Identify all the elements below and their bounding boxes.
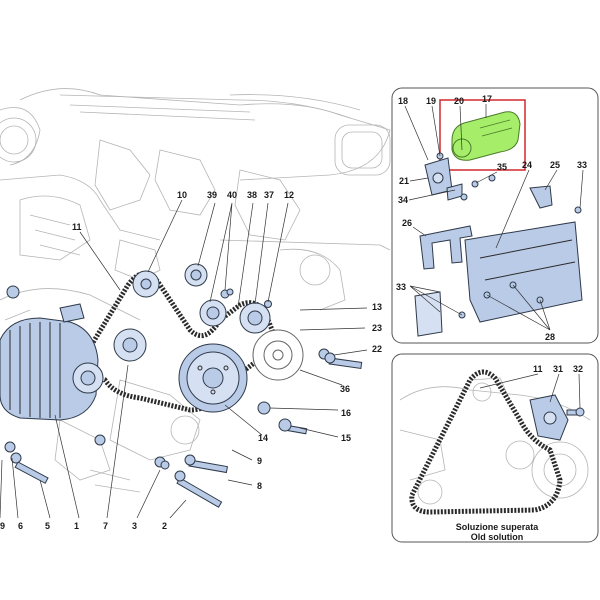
alternator	[0, 303, 104, 421]
caption-italian: Soluzione superata	[456, 522, 540, 532]
label-25: 25	[550, 160, 560, 170]
label-6: 6	[18, 521, 23, 531]
label-15: 15	[341, 433, 351, 443]
highlight-box	[439, 99, 526, 171]
starter-inset: 18 19 20 17 21 35 34 24 25 33 26 33 28	[391, 87, 599, 344]
label-19: 19	[426, 96, 436, 106]
label-28: 28	[545, 332, 555, 342]
label-22: 22	[372, 344, 382, 354]
crankshaft-pulley	[178, 343, 248, 413]
label-16: 16	[341, 408, 351, 418]
label-5: 5	[45, 521, 50, 531]
label-20: 20	[454, 96, 464, 106]
engine-line-art	[0, 88, 391, 493]
label-3: 3	[132, 521, 137, 531]
label-33-top: 33	[577, 160, 587, 170]
label-8: 8	[257, 481, 262, 491]
label-17: 17	[482, 94, 492, 104]
label-23: 23	[372, 323, 382, 333]
caption-english: Old solution	[471, 532, 524, 542]
label-35: 35	[497, 162, 507, 172]
label-26: 26	[402, 218, 412, 228]
label-36: 36	[340, 384, 350, 394]
label-18: 18	[398, 96, 408, 106]
label-39: 39	[207, 190, 217, 200]
label-34: 34	[398, 195, 408, 205]
label-11: 11	[72, 222, 82, 232]
label-13: 13	[372, 302, 382, 312]
old-solution-inset: 11 31 32 Soluzione superata Old solution	[391, 353, 599, 543]
leader-lines	[0, 199, 368, 519]
label-7: 7	[103, 521, 108, 531]
label-11-inset: 11	[533, 364, 543, 374]
label-9-left: 9	[0, 521, 5, 531]
label-10: 10	[177, 190, 187, 200]
label-32: 32	[573, 364, 583, 374]
label-40: 40	[227, 190, 237, 200]
fasteners	[4, 285, 363, 508]
old-belt	[409, 369, 563, 515]
label-24: 24	[522, 160, 532, 170]
label-1: 1	[74, 521, 79, 531]
label-38: 38	[247, 190, 257, 200]
main-view-labels: 10 39 40 38 37 12 11 13 23 22 36 16 15 1…	[0, 190, 382, 531]
label-21: 21	[399, 176, 409, 186]
label-12: 12	[284, 190, 294, 200]
label-37: 37	[264, 190, 274, 200]
compressor-pulley	[252, 329, 304, 381]
label-14: 14	[258, 433, 268, 443]
label-9: 9	[257, 456, 262, 466]
idler-pulleys	[113, 263, 272, 362]
label-2: 2	[162, 521, 167, 531]
label-31: 31	[553, 364, 563, 374]
label-33-left: 33	[396, 282, 406, 292]
